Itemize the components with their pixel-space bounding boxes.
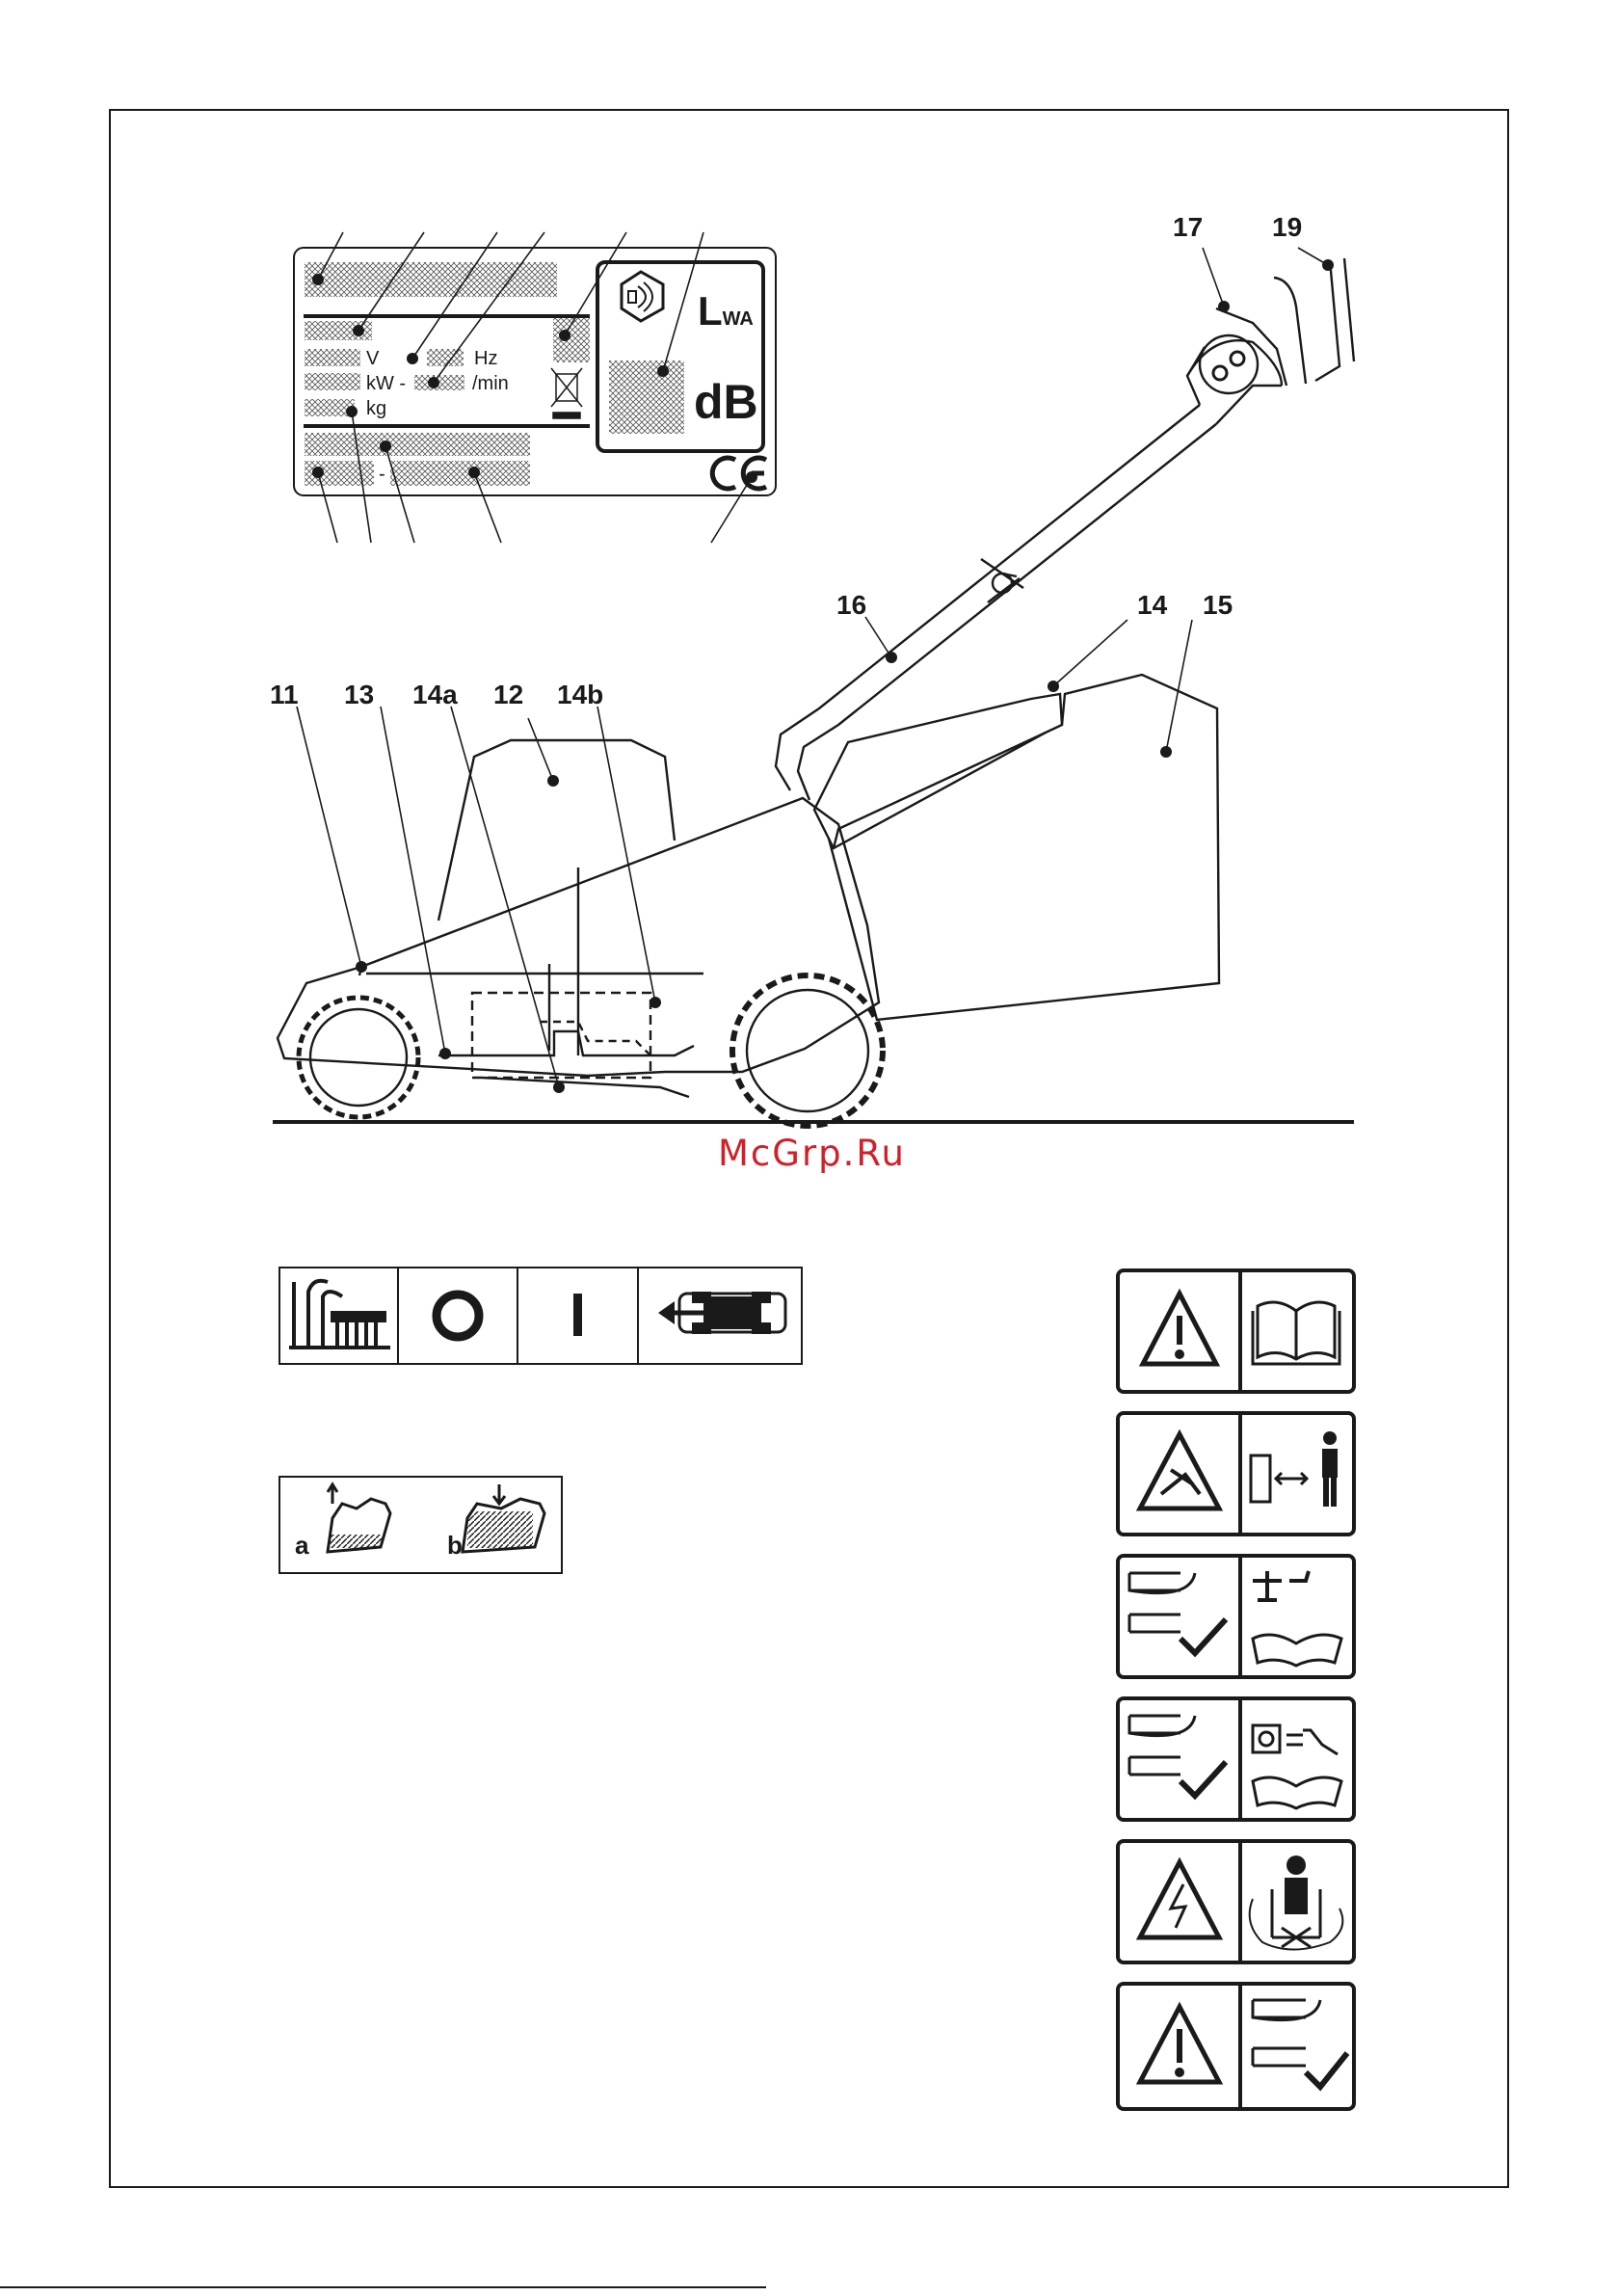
warning-read-manual-icon (1118, 1270, 1354, 1392)
lwa-label: LWA (698, 291, 754, 339)
mower-drive-icon (658, 1292, 785, 1334)
rating-unit-kg: kg (366, 399, 386, 418)
callout-13: 13 (344, 681, 374, 708)
on-symbol-i (573, 1294, 582, 1336)
safety-labels (1118, 1270, 1354, 2109)
callout-12: 12 (493, 681, 523, 708)
warning-unplug-before-maintenance-icon (1118, 1698, 1354, 1820)
callout-19: 19 (1272, 214, 1302, 241)
grass-height-icon (289, 1281, 390, 1348)
rating-unit-kw: kW - (366, 374, 406, 393)
warning-disconnect-spark-plug-icon (1118, 1556, 1354, 1677)
callout-14a: 14a (412, 681, 458, 708)
control-symbols-strip (279, 1268, 802, 1364)
collector-label-b: b (447, 1531, 463, 1561)
callout-14: 14 (1137, 592, 1167, 619)
db-label: dB (694, 378, 758, 426)
collector-label-a: a (295, 1531, 308, 1561)
loudspeaker-icon (622, 272, 663, 321)
off-symbol-o (437, 1295, 479, 1337)
rating-dash: - (379, 465, 385, 484)
callout-17: 17 (1173, 214, 1203, 241)
warning-keep-bystanders-away-icon (1118, 1413, 1354, 1535)
rating-unit-hz: Hz (474, 349, 497, 368)
collector-indicator-panel (279, 1477, 562, 1573)
callout-15: 15 (1203, 592, 1233, 619)
callout-16: 16 (836, 592, 866, 619)
rating-unit-v: V (366, 349, 379, 368)
weee-bin-icon (551, 368, 582, 418)
rating-unit-min: /min (472, 374, 509, 393)
warning-blade-hazard-icon (1118, 1984, 1354, 2109)
ce-mark-icon (712, 458, 766, 489)
callout-14b: 14b (557, 681, 603, 708)
callout-11: 11 (270, 681, 299, 708)
watermark: McGrp.Ru (718, 1133, 906, 1174)
warning-electric-shock-cable-icon (1118, 1841, 1354, 1962)
footer-rule (0, 2286, 766, 2288)
